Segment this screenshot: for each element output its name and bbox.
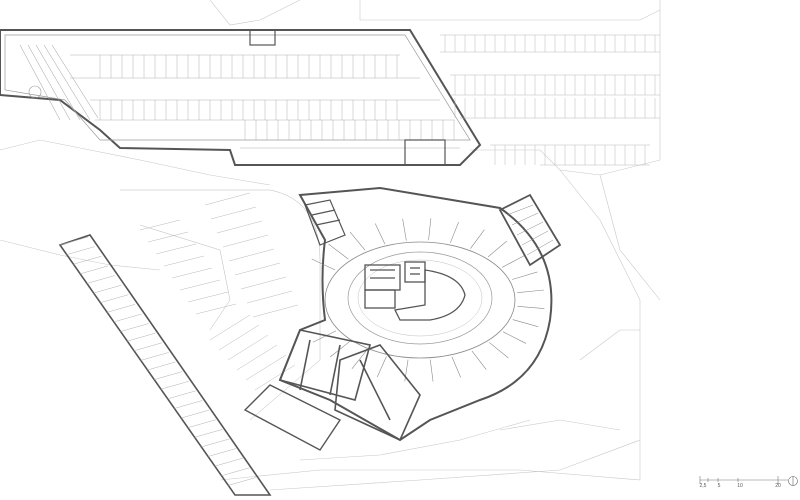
parking-stall-line: [171, 267, 213, 279]
upper-parking-outline: [0, 29, 482, 166]
parking-stall-line: [214, 457, 243, 467]
parking-stall-line: [187, 419, 216, 428]
parking-stall-line: [194, 429, 223, 438]
parking-stall-line: [204, 192, 251, 206]
parking-stall-line: [140, 352, 169, 361]
parking-stall-line: [428, 218, 432, 241]
parking-stall-line: [93, 284, 122, 294]
parking-stall-line: [376, 356, 387, 378]
parking-stall-line: [86, 275, 115, 284]
parking-stall-line: [139, 219, 181, 231]
parking-stall-line: [450, 221, 459, 244]
parking-stall-line: [351, 350, 367, 369]
parking-stall-line: [127, 332, 156, 342]
upper-parking-building: [0, 29, 482, 166]
site-context-lines: [0, 0, 661, 491]
parking-stall-line: [73, 255, 102, 265]
parking-stall-line: [240, 276, 287, 290]
parking-stall-line: [216, 220, 263, 234]
parking-stall-line: [147, 361, 176, 371]
parking-stall-line: [245, 354, 287, 381]
north-rooms: [304, 199, 346, 246]
parking-stall-line: [66, 246, 95, 255]
oval-building: [243, 186, 562, 451]
scale-label-4: 20: [775, 483, 781, 489]
parking-stall-line: [374, 223, 386, 245]
upper-column: [28, 85, 42, 99]
south-wing: [278, 329, 421, 442]
parking-stall-line: [236, 344, 278, 371]
parking-stall-line: [228, 477, 257, 486]
parking-stall-line: [502, 331, 527, 344]
parking-stall-line: [470, 229, 485, 249]
parking-stall-line: [502, 255, 525, 268]
parking-stall-line: [246, 290, 293, 304]
parking-stall-line: [227, 334, 269, 361]
south-wing-lower: [243, 384, 342, 451]
parking-stall-line: [234, 262, 281, 276]
parking-stall-line: [155, 243, 197, 255]
parking-stall-line: [512, 271, 538, 280]
oval-ring: [324, 241, 516, 359]
parking-stall-line: [163, 255, 205, 267]
parking-stall-line: [201, 438, 230, 448]
parking-stall-line: [147, 231, 189, 243]
parking-stall-line: [187, 291, 229, 303]
parking-stall-line: [252, 304, 299, 318]
parking-stall-line: [489, 342, 509, 359]
parking-stall-line: [181, 409, 210, 419]
parking-stall-line: [100, 294, 129, 303]
parking-stall-line: [471, 350, 487, 370]
parking-stall-line: [312, 330, 337, 343]
parking-stall-line: [512, 319, 539, 327]
parking-stall-line: [195, 303, 237, 315]
parking-stall-line: [80, 265, 109, 275]
scale-label-2: 5: [718, 483, 721, 489]
parking-stall-line: [167, 390, 196, 400]
parking-stall-line: [209, 314, 251, 341]
scale-label-3: 10: [737, 483, 743, 489]
parking-stall-line: [179, 279, 221, 291]
parking-stall-line: [120, 323, 149, 332]
parking-stall-line: [451, 356, 461, 378]
scale-label-1: 2,5: [700, 483, 707, 489]
oval-inner-ring: [347, 251, 493, 345]
parking-stall-line: [228, 248, 275, 262]
north-arrow-icon: [788, 476, 798, 486]
parking-stall-line: [154, 371, 183, 380]
parking-stall-line: [254, 364, 296, 391]
parking-stall-line: [174, 400, 203, 409]
scale-bar: 2,5 5 10 20: [700, 476, 788, 489]
parking-stall-line: [107, 304, 136, 313]
upper-right-parking: [440, 34, 660, 166]
parking-stall-line: [487, 240, 508, 258]
stair-box-east: [498, 193, 562, 267]
parking-stall-line: [208, 448, 237, 457]
parking-stall-line: [160, 380, 190, 390]
parking-stall-line: [222, 234, 269, 248]
parking-stall-line: [429, 359, 434, 382]
diagonal-left-building: [58, 234, 272, 496]
parking-stall-line: [349, 231, 366, 251]
parking-stall-line: [517, 289, 545, 293]
parking-stall-line: [221, 467, 250, 477]
upper-ramp: [19, 44, 99, 121]
parking-stall-line: [59, 236, 89, 246]
central-core: [364, 261, 466, 321]
upper-parking-stalls: [70, 54, 460, 149]
parking-stall-line: [113, 313, 142, 323]
parking-stall-line: [218, 324, 260, 351]
upper-core-stair-1: [249, 29, 276, 46]
parking-stall-line: [328, 243, 349, 260]
parking-stall-line: [133, 342, 163, 352]
oval-outer-wall: [278, 186, 553, 442]
parking-stall-line: [402, 218, 407, 241]
upper-core-stair-2: [404, 139, 446, 166]
parking-stall-line: [311, 258, 336, 271]
parking-stall-line: [517, 305, 545, 309]
parking-stall-line: [210, 206, 257, 220]
